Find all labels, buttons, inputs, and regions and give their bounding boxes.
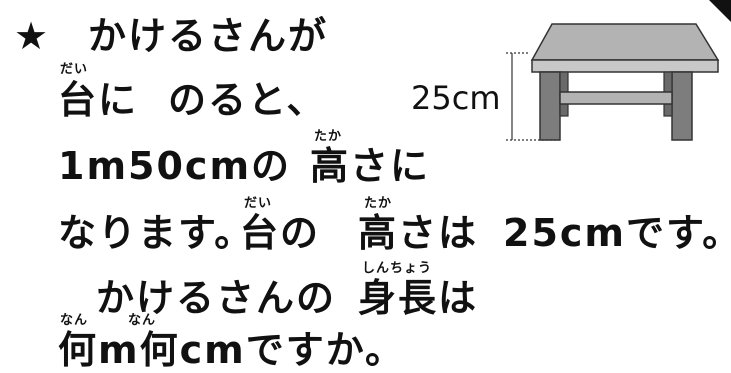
height-label: 25cm [411, 79, 501, 117]
ruby-taka-1: たか [314, 129, 343, 144]
line5-text2: 身長は [358, 276, 479, 320]
table-leg-right [671, 71, 693, 141]
ruby-dai-2: だい [244, 196, 273, 211]
line3-text2: 高さに [310, 144, 431, 188]
ruby-taka-2: たか [364, 196, 393, 211]
star-mark: ★ [14, 14, 51, 58]
corner-mark [709, 0, 731, 22]
table-stretcher [559, 91, 673, 105]
table-leg-left [539, 71, 561, 141]
line2-text2: のると、 [168, 78, 327, 122]
ruby-dai-1: だい [60, 62, 89, 77]
ruby-nan-2: なん [128, 313, 157, 328]
line4-text2: 台の [240, 211, 321, 255]
line4-text4: 25cmです。 [503, 211, 731, 255]
table-apron [531, 59, 719, 73]
table-top [530, 23, 720, 61]
line1-text: かけるさんが [88, 14, 329, 58]
line2-text1: 台に [58, 78, 139, 122]
ruby-shinchou: しんちょう [362, 261, 433, 276]
line4-text1: なります。 [58, 211, 255, 255]
line3-text1: 1m50cmの [58, 144, 292, 188]
line4-text3: 高さは [358, 211, 479, 255]
line5-text1: かけるさんの [96, 276, 337, 320]
ruby-nan-1: なん [60, 313, 89, 328]
line6-text: 何m何cmですか。 [58, 328, 405, 372]
